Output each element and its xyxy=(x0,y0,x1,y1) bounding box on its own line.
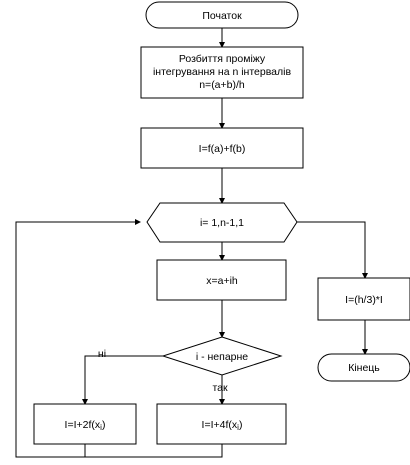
start-shape xyxy=(145,1,299,29)
result-process: I=(h/3)*I xyxy=(317,277,410,321)
add-odd-close: ) xyxy=(239,419,243,431)
end-shape xyxy=(317,353,410,382)
connector-merge xyxy=(84,444,223,458)
add-odd-subscript: i xyxy=(237,423,239,432)
arrowhead-loop xyxy=(219,198,225,204)
loop-hexagon xyxy=(146,202,298,243)
arrowhead-result xyxy=(362,273,368,279)
arrowhead-add-even xyxy=(82,399,88,405)
branch-yes-label: так xyxy=(212,382,228,394)
arrowhead-init xyxy=(219,123,225,129)
start-label: Початок xyxy=(202,10,242,22)
arrowhead-x xyxy=(219,255,225,261)
loop-label: i= 1,n-1,1 xyxy=(200,217,244,229)
result-box xyxy=(317,277,410,321)
arrowhead-add-odd xyxy=(219,399,225,405)
end-label: Кінець xyxy=(348,362,380,374)
condition-diamond xyxy=(161,336,283,376)
compute-x-label: x=a+ih xyxy=(206,275,238,287)
add-odd-box xyxy=(156,403,287,445)
result-label: I=(h/3)*I xyxy=(345,294,383,306)
condition-label: i - непарне xyxy=(196,351,248,363)
arrowhead-loop-back xyxy=(135,219,141,225)
add-even-label: I=I+2f(xi) xyxy=(65,419,106,432)
add-even-process: I=I+2f(xi) xyxy=(33,403,137,445)
arrowhead-condition xyxy=(219,332,225,338)
split-process: Розбиття проміжу інтегрування на n інтер… xyxy=(140,46,304,99)
end-terminator: Кінець xyxy=(317,353,410,382)
loop-block: i= 1,n-1,1 xyxy=(146,202,298,243)
branch-no-label: ні xyxy=(98,348,106,360)
init-process: I=f(a)+f(b) xyxy=(140,127,304,169)
compute-x-box xyxy=(156,259,287,301)
split-box xyxy=(140,46,304,99)
arrowhead-split xyxy=(219,42,225,48)
connector-loop-back xyxy=(15,221,140,458)
split-label-line2: інтегрування на n інтервалів xyxy=(153,66,292,78)
condition-decision: i - непарне xyxy=(161,336,283,376)
arrowhead-end xyxy=(362,349,368,355)
add-even-close: ) xyxy=(102,419,106,431)
add-even-box xyxy=(33,403,137,445)
add-odd-label: I=I+4f(xi) xyxy=(202,419,243,432)
add-odd-base: I=I+4f(x xyxy=(202,419,238,431)
init-label: I=f(a)+f(b) xyxy=(199,143,246,155)
split-label-line1: Розбиття проміжу xyxy=(179,53,266,65)
init-box xyxy=(140,127,304,169)
connector-loop-exit xyxy=(297,221,366,278)
compute-x-process: x=a+ih xyxy=(156,259,287,301)
arrowheads xyxy=(82,42,368,405)
connector-condition-no xyxy=(84,355,163,404)
split-label-line3: n=(a+b)/h xyxy=(199,79,245,91)
connectors xyxy=(15,28,366,458)
add-odd-process: I=I+4f(xi) xyxy=(156,403,287,445)
add-even-base: I=I+2f(x xyxy=(65,419,101,431)
add-even-subscript: i xyxy=(100,423,102,432)
start-terminator: Початок xyxy=(145,1,299,29)
